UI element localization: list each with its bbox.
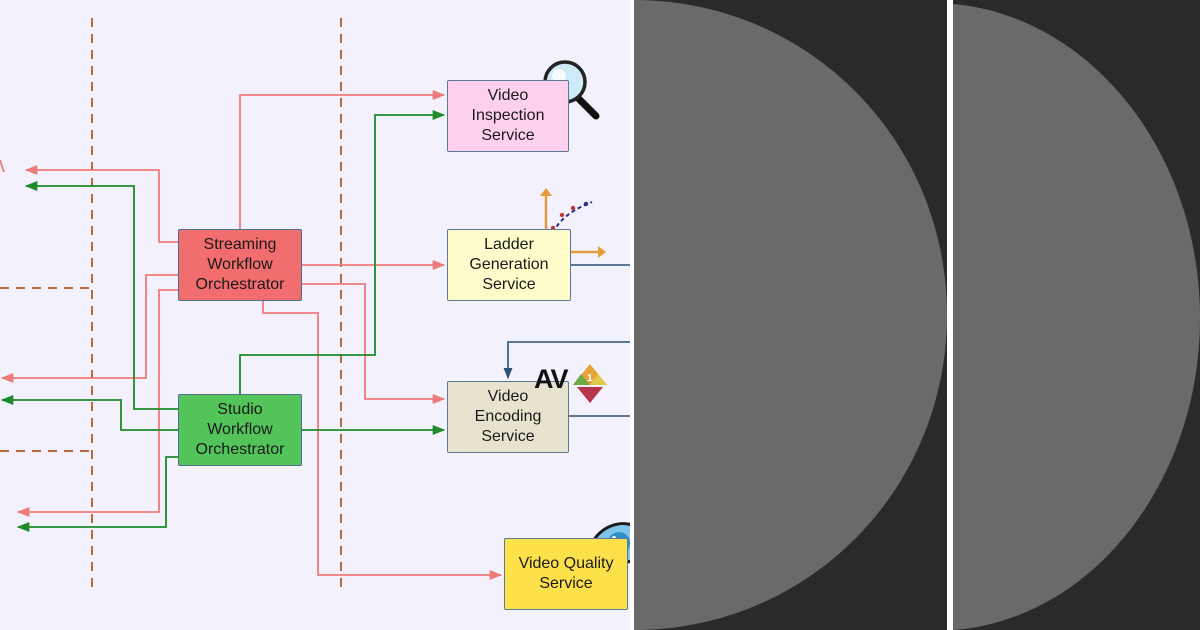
disc-graphic-right — [953, 4, 1200, 630]
studio-output-connector-1 — [24, 180, 178, 410]
streaming-to-quality-connector — [262, 301, 503, 581]
panel-separator-right — [947, 0, 953, 630]
streaming-to-inspection-connector — [239, 89, 446, 229]
ladder-generation-service-node: Ladder Generation Service — [447, 229, 571, 301]
studio-output-connector-2 — [0, 394, 178, 431]
dark-panel-right — [953, 0, 1200, 630]
studio-output-connector-3 — [16, 456, 178, 533]
architecture-diagram: 1 Streaming Workflow Orchestrator Studio… — [0, 0, 630, 630]
av1-logo-icon: 1 — [573, 364, 607, 403]
panel-separator-left — [630, 0, 634, 630]
studio-to-inspection-connector — [239, 109, 446, 394]
dark-panel-left — [634, 0, 947, 630]
studio-workflow-orchestrator-node: Studio Workflow Orchestrator — [178, 394, 302, 466]
streaming-workflow-orchestrator-node: Streaming Workflow Orchestrator — [178, 229, 302, 301]
video-quality-service-node: Video Quality Service — [504, 538, 628, 610]
av1-logo-text: AV — [534, 364, 569, 394]
video-encoding-service-node: Video Encoding Service — [447, 381, 569, 453]
streaming-left-stub — [0, 159, 5, 173]
streaming-to-encoding-connector — [302, 283, 446, 405]
video-inspection-service-node: Video Inspection Service — [447, 80, 569, 152]
streaming-output-connector-1 — [24, 164, 178, 243]
disc-graphic-left — [634, 0, 947, 630]
svg-text:1: 1 — [587, 373, 593, 384]
encoding-inbound-connector — [503, 341, 630, 380]
streaming-output-connector-3 — [16, 289, 178, 518]
streaming-output-connector-2 — [0, 274, 178, 384]
